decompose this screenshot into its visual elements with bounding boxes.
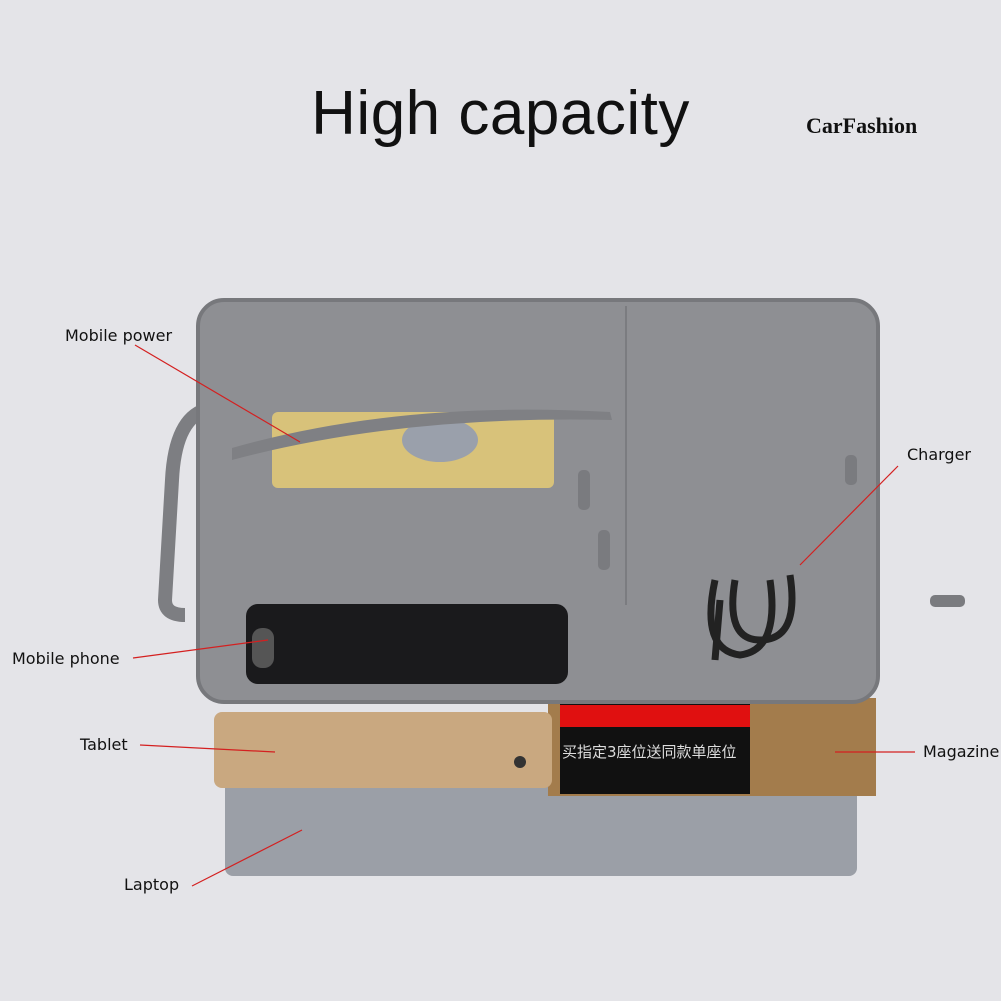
magazine-text: 买指定3座位送同款单座位 — [562, 743, 737, 761]
label-mobile-power: Mobile power — [65, 326, 173, 345]
mobile-phone — [246, 604, 568, 684]
label-laptop: Laptop — [124, 875, 180, 894]
tablet — [214, 712, 552, 788]
laptop — [225, 780, 857, 876]
charger-cable — [707, 574, 796, 661]
page-title: High capacity — [311, 79, 690, 148]
label-mobile-phone: Mobile phone — [12, 649, 120, 668]
bag-body — [198, 300, 878, 702]
leader-lines — [132, 344, 915, 887]
label-tablet: Tablet — [80, 735, 128, 754]
label-magazine: Magazine — [923, 742, 1000, 761]
bag-handle — [157, 403, 232, 622]
magazine: 买指定3座位送同款单座位 — [548, 698, 876, 796]
label-charger: Charger — [907, 445, 971, 464]
brand-logo: CarFashion — [806, 113, 918, 138]
